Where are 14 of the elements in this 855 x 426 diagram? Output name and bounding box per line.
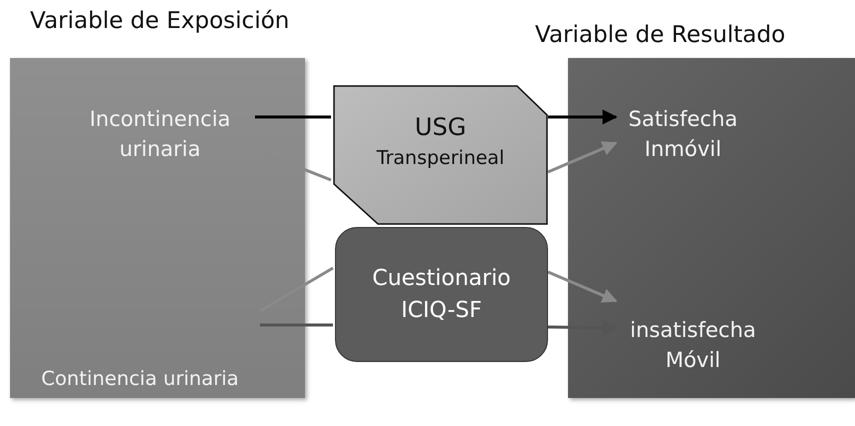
exposure-label: Incontinencia urinaria [65, 101, 255, 167]
box-label: Cuestionario ICIQ-SF [371, 264, 512, 324]
outcome-label: insatisfecha Móvil [618, 311, 768, 379]
exposure-label: Continencia urinaria [20, 305, 260, 393]
clipped-box [333, 85, 548, 225]
arrow [547, 141, 618, 174]
panel-heading: Variable de Exposición [30, 8, 290, 34]
box-title: USG [414, 113, 466, 141]
rounded-box [335, 227, 548, 362]
arrow [548, 110, 618, 124]
box-subtitle: Transperineal [376, 147, 504, 169]
outcome-label: Satisfecha Inmóvil [618, 101, 748, 167]
panel-heading: Variable de Resultado [535, 22, 786, 48]
arrow [547, 270, 618, 303]
